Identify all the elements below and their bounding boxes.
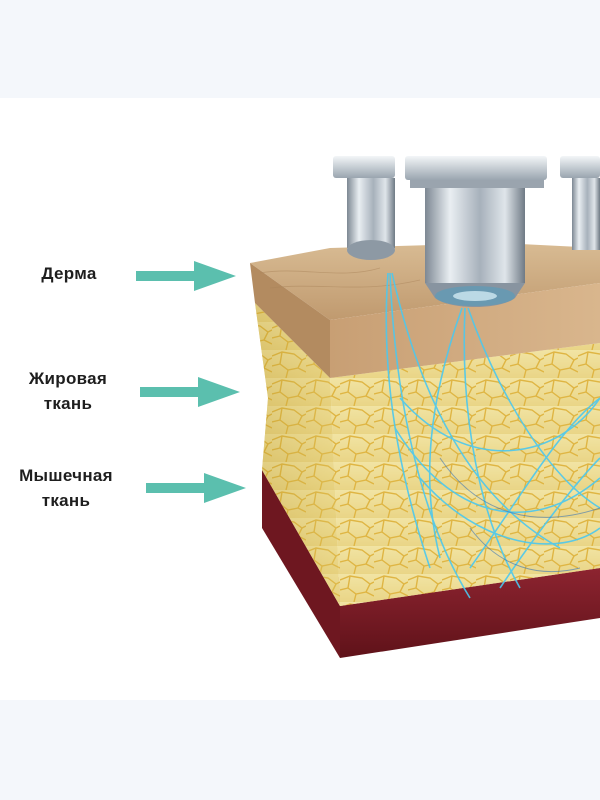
label-fat-tissue: Жировая ткань [0,366,136,416]
bottom-band [0,700,600,800]
arrow-right-icon [146,473,246,503]
label-derma: Дерма [14,261,124,286]
label-derma-text: Дерма [41,264,97,283]
probe-left [333,156,395,260]
arrow-right-icon [136,261,236,291]
label-fat-line2: ткань [43,394,93,413]
label-fat-line1: Жировая [28,369,108,388]
probe-center [405,156,547,307]
ultrasound-beams [385,272,600,599]
muscle-layer [262,470,340,658]
label-muscle-line1: Мышечная [19,466,113,485]
top-band [0,0,600,98]
diagram-panel: Дерма Жировая ткань Мышечная ткань [0,98,600,700]
label-muscle-tissue: Мышечная ткань [0,463,136,513]
label-muscle-line2: ткань [41,491,91,510]
arrow-right-icon [140,377,240,407]
skin-layers-illustration [250,156,600,658]
probe-right [560,156,600,250]
